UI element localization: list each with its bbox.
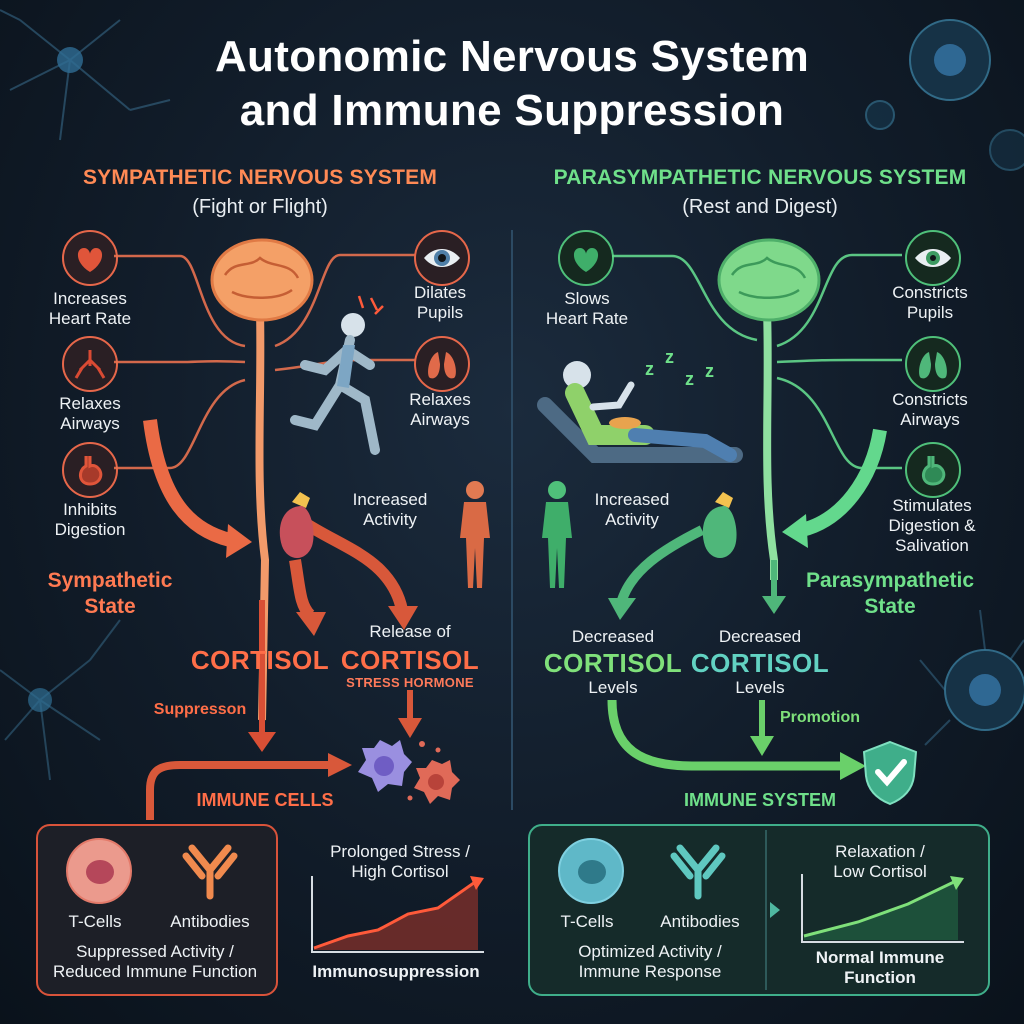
- decreased-right-label: Decreased: [718, 627, 802, 646]
- standing-person-icon-right: [542, 481, 572, 588]
- immunosuppression-label: Immunosuppression: [312, 962, 480, 981]
- suppression-label: Suppresson: [153, 701, 247, 718]
- heart-icon-right: [558, 230, 614, 286]
- lungs-icon: [62, 336, 118, 392]
- panel-divider-arrow: [765, 830, 780, 990]
- shield-check-icon: [862, 740, 918, 806]
- parasympathetic-panel-caption: Optimized Activity /Immune Response: [578, 942, 722, 981]
- left-chart-caption: Prolonged Stress /High Cortisol: [330, 842, 470, 881]
- levels-left-label: Levels: [588, 678, 638, 697]
- svg-text:z: z: [665, 347, 674, 367]
- cortisol-left-label: CORTISOL: [190, 645, 330, 675]
- adrenal-gland-icon-right: [702, 492, 737, 558]
- tcells-right-label: T-Cells: [560, 912, 614, 931]
- immune-system-label: IMMUNE SYSTEM: [683, 790, 836, 810]
- cortisol-left-green-label: CORTISOL: [543, 648, 683, 678]
- immune-cells-icon: [358, 740, 460, 804]
- t-cell-icon: [66, 838, 132, 904]
- right-chart-caption: Relaxation /Low Cortisol: [833, 842, 927, 881]
- immunosuppression-chart: [311, 876, 484, 953]
- parasympathetic-subheader: (Rest and Digest): [682, 196, 838, 218]
- sympathetic-subheader: (Fight or Flight): [192, 196, 328, 218]
- release-of-label: Release of: [369, 622, 451, 641]
- decreased-left-label: Decreased: [571, 627, 655, 646]
- parasympathetic-header: PARASYMPATHETIC NERVOUS SYSTEM: [553, 166, 967, 189]
- svg-text:z: z: [705, 361, 714, 381]
- tcells-left-label: T-Cells: [68, 912, 122, 931]
- heart-icon: [62, 230, 118, 286]
- standing-person-icon: [460, 481, 490, 588]
- antibody-icon: [182, 844, 238, 900]
- sympathetic-panel-caption: Suppressed Activity /Reduced Immune Func…: [52, 942, 258, 981]
- brain-icon-right: [720, 240, 820, 320]
- levels-right-label: Levels: [735, 678, 785, 697]
- reclining-person-icon: z z z z: [537, 347, 743, 463]
- normal-immune-function-chart: [801, 874, 964, 943]
- t-cell-icon-right: [558, 838, 624, 904]
- page-title: Autonomic Nervous System and Immune Supp…: [0, 30, 1024, 138]
- cortisol-right-green-label: CORTISOL: [690, 648, 830, 678]
- cortisol-right-label: CORTISOL: [340, 645, 480, 675]
- center-divider: [511, 230, 513, 810]
- lungs-icon-right: [414, 336, 470, 392]
- sympathetic-connections: [114, 238, 422, 820]
- stomach-icon: [62, 442, 118, 498]
- antibody-icon-right: [670, 844, 726, 900]
- promotion-label: Promotion: [780, 709, 860, 726]
- sympathetic-header: SYMPATHETIC NERVOUS SYSTEM: [82, 166, 438, 189]
- antibodies-right-label: Antibodies: [660, 912, 740, 931]
- lungs-icon-parasympathetic: [905, 336, 961, 392]
- stress-hormone-label: STRESS HORMONE: [346, 675, 474, 690]
- title-line-1: Autonomic Nervous System: [214, 32, 809, 81]
- svg-text:z: z: [685, 369, 694, 389]
- eye-icon: [414, 230, 470, 286]
- running-person-icon: [290, 295, 384, 455]
- antibodies-left-label: Antibodies: [170, 912, 250, 931]
- adrenal-gland-icon: [279, 492, 314, 558]
- stomach-icon-right: [905, 442, 961, 498]
- svg-text:z: z: [645, 359, 654, 379]
- title-line-2: and Immune Suppression: [239, 86, 785, 135]
- immune-cells-label: IMMUNE CELLS: [196, 790, 334, 810]
- eye-icon-right: [905, 230, 961, 286]
- parasympathetic-connections: [607, 238, 902, 780]
